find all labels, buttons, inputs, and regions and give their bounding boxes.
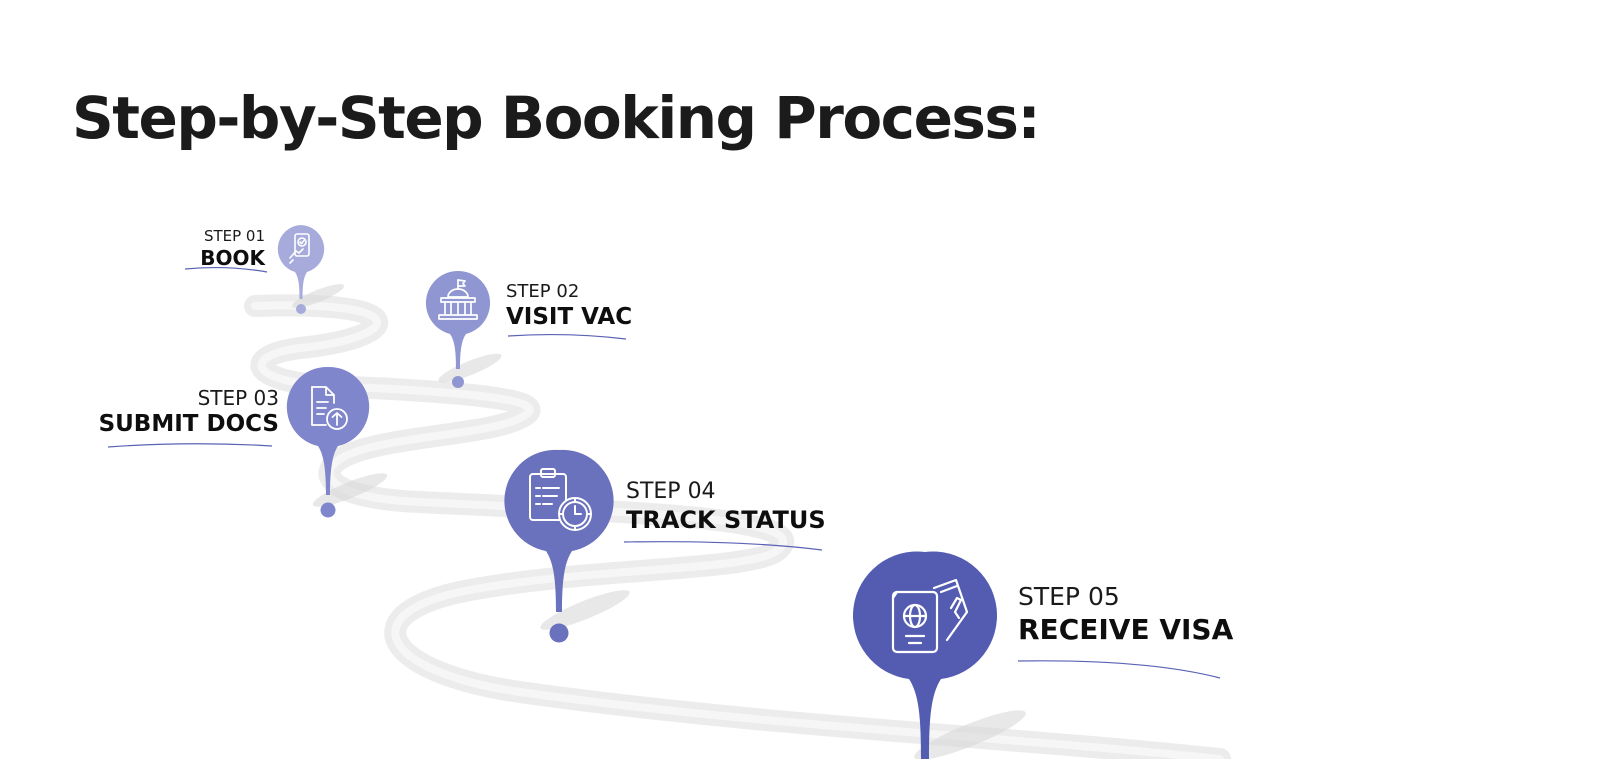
step-number: STEP 03	[197, 386, 279, 410]
step-name: RECEIVE VISA	[1018, 613, 1234, 646]
step-04-underline	[623, 541, 823, 551]
government-building-icon	[438, 279, 478, 320]
step-name: TRACK STATUS	[626, 506, 826, 534]
step-02-label: STEP 02 VISIT VAC	[506, 281, 632, 330]
step-number: STEP 02	[506, 281, 580, 302]
step-name: VISIT VAC	[506, 304, 633, 330]
phone-booking-icon	[289, 233, 310, 264]
step-number: STEP 01	[203, 227, 265, 245]
step-02-pin	[425, 270, 491, 391]
step-02-underline	[507, 333, 627, 340]
step-name: BOOK	[200, 246, 265, 270]
clipboard-clock-icon	[529, 468, 592, 531]
step-01-label: STEP 01 BOOK	[200, 227, 265, 270]
step-05-label: STEP 05 RECEIVE VISA	[1018, 582, 1233, 646]
document-upload-icon	[311, 386, 348, 430]
step-01-underline	[184, 266, 268, 273]
step-number: STEP 05	[1018, 582, 1120, 611]
step-01-pin	[277, 225, 325, 317]
page-title: Step-by-Step Booking Process:	[72, 84, 1041, 152]
step-number: STEP 04	[626, 479, 716, 504]
step-03-label: STEP 03 SUBMIT DOCS	[99, 386, 279, 437]
step-name: SUBMIT DOCS	[98, 411, 279, 437]
step-03-underline	[107, 443, 273, 448]
step-05-pin	[852, 551, 998, 759]
step-04-label: STEP 04 TRACK STATUS	[626, 479, 826, 534]
step-04-pin	[504, 449, 614, 648]
step-05-underline	[1017, 660, 1221, 679]
step-03-pin	[286, 366, 370, 523]
passport-ticket-icon	[891, 578, 969, 654]
